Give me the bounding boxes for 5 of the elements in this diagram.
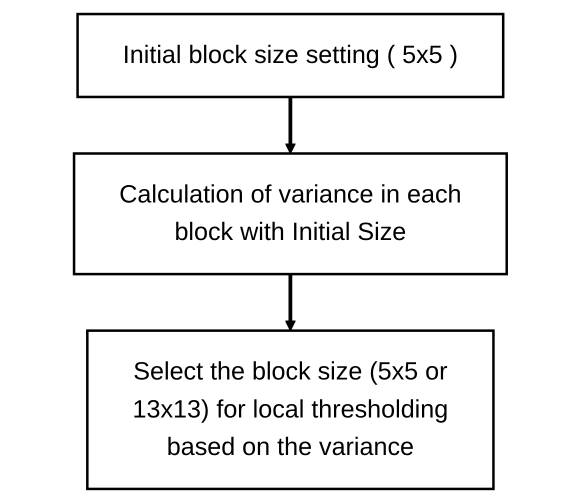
- node-box: Calculation of variance in each block with Initial Size: [72, 152, 508, 275]
- arrow: [284, 96, 296, 154]
- arrow: [284, 274, 296, 331]
- node-box: Initial block size setting ( 5x5 ): [76, 12, 504, 98]
- node-box: Select the block size (5x5 or 13x13) for local thresholding based on the variance: [86, 328, 494, 490]
